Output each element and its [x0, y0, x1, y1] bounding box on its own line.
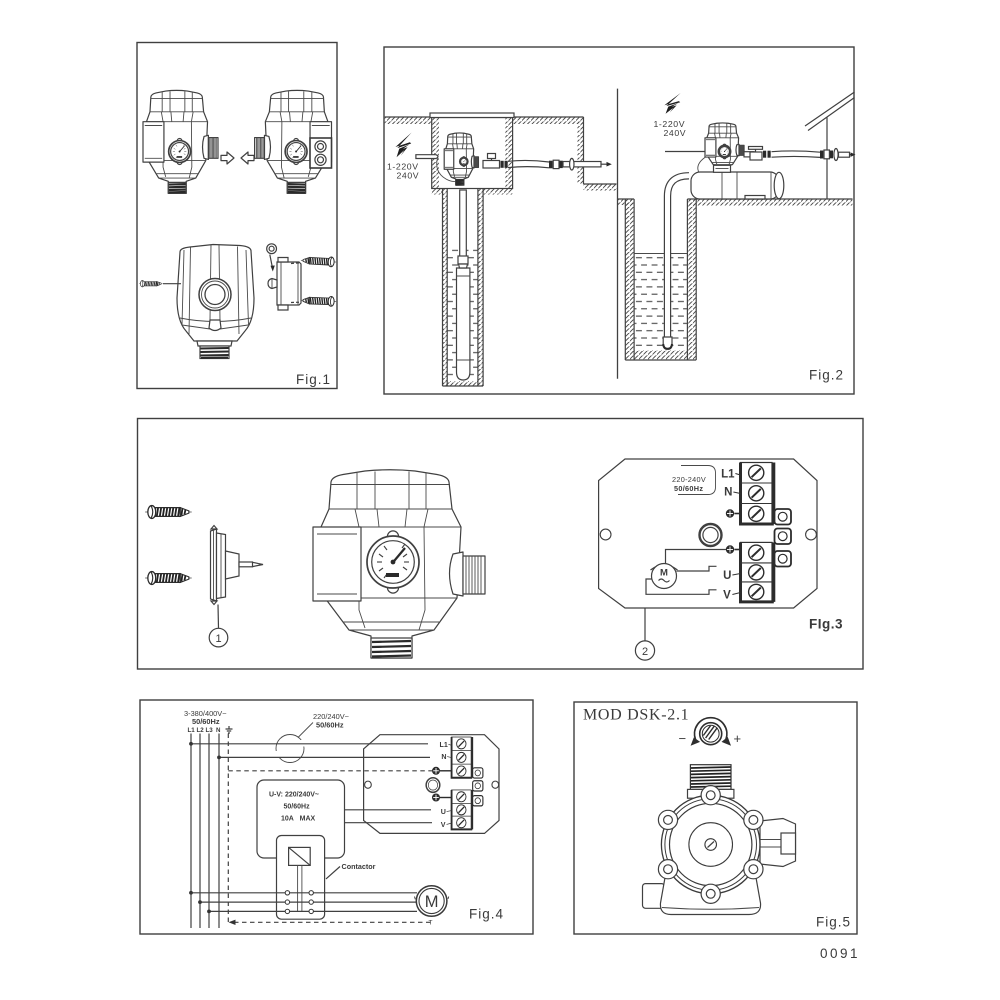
svg-text:3-380/400V~: 3-380/400V~ — [184, 709, 227, 718]
svg-text:1-220V: 1-220V — [387, 162, 419, 172]
svg-text:M: M — [660, 568, 668, 579]
svg-text:FIg.3: FIg.3 — [809, 617, 843, 632]
svg-text:50/60Hz: 50/60Hz — [674, 484, 703, 493]
svg-text:M: M — [425, 893, 439, 911]
svg-text:10A MAX: 10A MAX — [281, 816, 316, 823]
svg-text:+: + — [734, 731, 742, 746]
svg-text:Fig.5: Fig.5 — [816, 915, 851, 930]
svg-text:Fig.4: Fig.4 — [469, 907, 504, 922]
svg-text:220-240V: 220-240V — [672, 475, 706, 484]
svg-text:N: N — [216, 727, 221, 734]
svg-text:220/240V~: 220/240V~ — [313, 712, 349, 721]
svg-text:50/60Hz: 50/60Hz — [192, 717, 220, 726]
svg-text:−: − — [679, 731, 687, 746]
svg-text:L2: L2 — [197, 727, 205, 734]
svg-text:2: 2 — [642, 646, 648, 658]
svg-text:L1: L1 — [188, 727, 196, 734]
svg-text:L3: L3 — [206, 727, 214, 734]
svg-text:T: T — [429, 920, 433, 927]
svg-text:240V: 240V — [664, 128, 687, 138]
svg-text:Contactor: Contactor — [342, 862, 376, 871]
svg-text:1-220V: 1-220V — [654, 119, 686, 129]
svg-text:Fig.1: Fig.1 — [296, 372, 331, 387]
svg-text:1: 1 — [215, 633, 221, 645]
svg-text:U-V: 220/240V~: U-V: 220/240V~ — [269, 792, 319, 799]
svg-text:50/60Hz: 50/60Hz — [284, 804, 311, 811]
svg-text:240V: 240V — [397, 170, 420, 180]
svg-text:0091: 0091 — [820, 946, 860, 961]
svg-text:MOD DSK-2.1: MOD DSK-2.1 — [583, 707, 689, 724]
svg-text:Fig.2: Fig.2 — [809, 368, 844, 383]
svg-text:50/60Hz: 50/60Hz — [316, 721, 344, 730]
